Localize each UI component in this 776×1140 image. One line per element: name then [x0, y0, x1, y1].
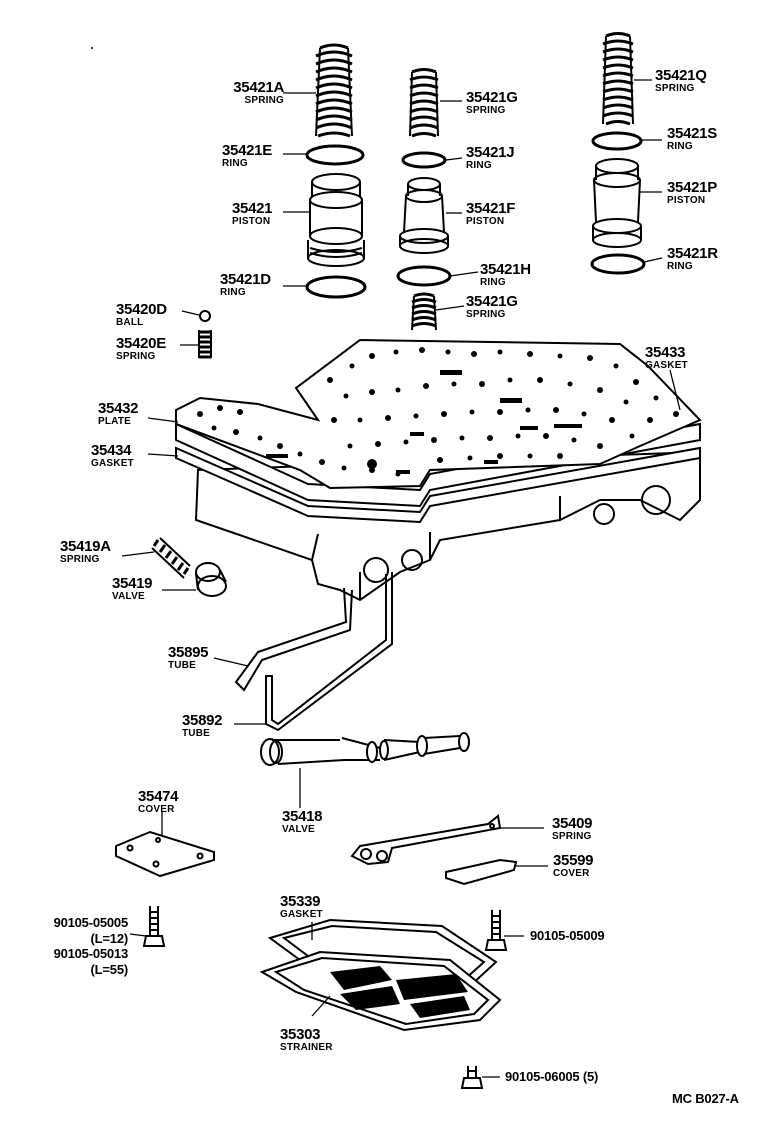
bolt-90105-05009-drawing [484, 910, 508, 951]
strainer-35303-drawing [259, 950, 502, 1032]
tube-35892-drawing [265, 572, 393, 732]
label-bolt-90105-06005: 90105-06005 (5) [505, 1069, 599, 1084]
spring-35421g-low-drawing [411, 292, 437, 331]
ring-35421h-drawing [396, 265, 452, 287]
stray-mark [91, 47, 93, 49]
spring-35419a-drawing [151, 537, 191, 579]
valve-35419-drawing [195, 562, 227, 597]
spring-35420e-drawing [198, 330, 212, 359]
cover-35599-drawing [445, 858, 518, 886]
tube-35895-drawing [234, 587, 353, 692]
label-bolt-90105-05005: 90105-05005(L=12) [53, 915, 129, 946]
ball-35420d-drawing [199, 310, 211, 322]
spring-35421a-drawing [315, 43, 353, 138]
ring-35421d-drawing [305, 275, 367, 299]
leader-lines [121, 79, 681, 1078]
piston-35421p-drawing [592, 158, 642, 248]
valve-35418-drawing [260, 732, 470, 766]
label-bolt-90105-05009: 90105-05009 [530, 928, 605, 943]
ring-35421e-drawing [305, 144, 365, 166]
spring-35421g-top-drawing [409, 68, 439, 138]
piston-35421f-drawing [399, 177, 449, 254]
bolt-90105-06005-drawing [460, 1066, 484, 1089]
label-bolt-90105-05013: 90105-05013(L=55) [53, 946, 129, 977]
diagram-code: MC B027-A [672, 1091, 739, 1106]
spring-35421q-drawing [602, 32, 634, 126]
piston-35421-drawing [307, 173, 365, 267]
cover-35474-drawing [115, 830, 215, 878]
ring-35421s-drawing [591, 131, 643, 151]
valve-body-drawing [175, 338, 702, 602]
spring-35409-drawing [350, 814, 502, 866]
ring-35421j-drawing [401, 151, 447, 169]
ring-35421r-drawing [590, 253, 646, 275]
bolt-90105-05005-drawing [142, 906, 166, 947]
